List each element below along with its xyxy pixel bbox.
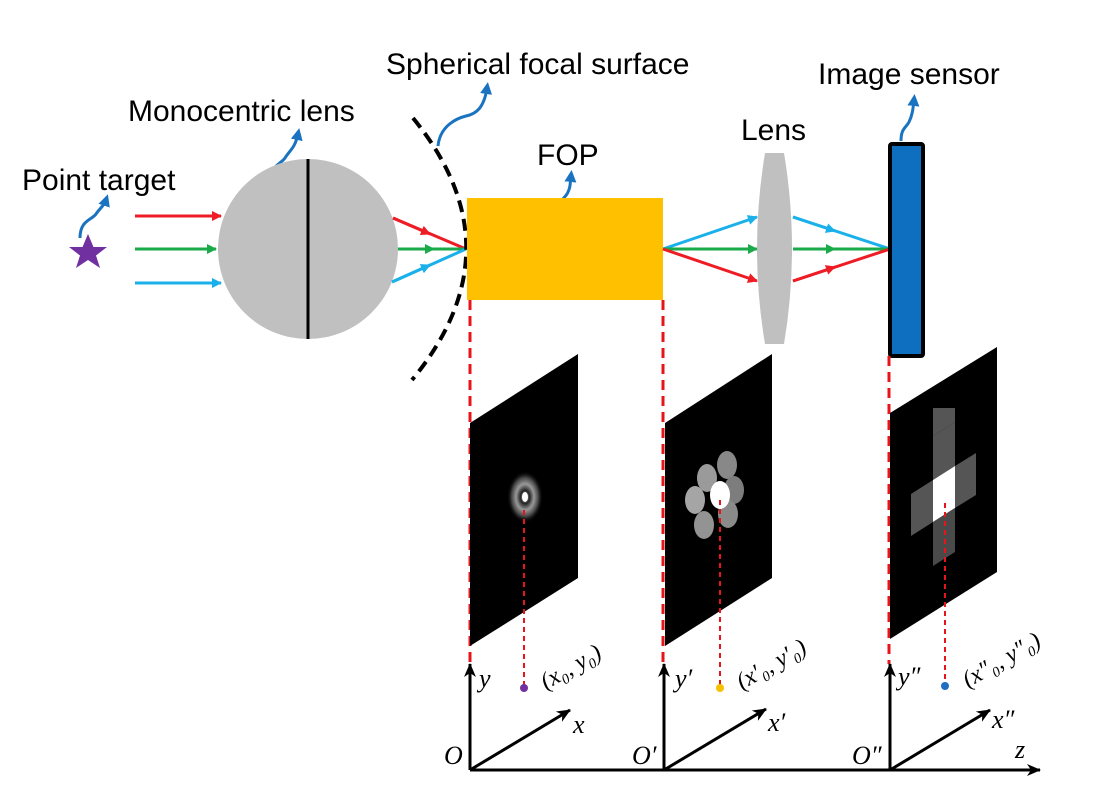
x-axis [469,708,571,772]
plane-2 [665,354,772,692]
origin-label: O [444,741,463,770]
pixel [933,508,955,566]
relay-lens [757,153,792,344]
pixel-bright [933,466,955,522]
x-axis-label: x″ [991,705,1016,734]
point-coordinate-label: (x″₀, y″₀) [958,628,1045,694]
pixel [955,453,976,508]
y-axis-label: y″ [895,662,922,691]
label-lens: Lens [741,114,806,147]
label-monocentric-lens: Monocentric lens [128,95,355,128]
ray-blue-arrow [391,263,431,284]
point-coordinate-label: (x′₀, y′₀) [732,634,811,695]
x-axis-label: x [572,710,585,739]
pointer-icon [436,82,493,147]
pointer-icon [899,94,920,142]
fiber-cluster [685,451,744,539]
z-axis-label: z [1014,735,1025,764]
y-axis-label: y′ [672,664,693,693]
ray-red [662,247,758,283]
label-point-target: Point target [22,164,176,197]
plane-1 [470,354,578,692]
pixel [933,408,955,436]
ray-blue [662,215,758,251]
fop-block [467,198,663,300]
origin-label: O′ [632,741,657,770]
x-prime-axis [663,707,767,772]
label-image-sensor: Image sensor [818,58,1000,91]
pixel [911,480,933,536]
image-sensor [888,142,925,358]
label-spherical-focal-surface: Spherical focal surface [386,48,690,81]
pixel [933,422,955,480]
point-marker [520,684,528,692]
point-marker [716,684,724,692]
ray-blue-arrow [792,215,836,233]
plane-3 [890,347,997,690]
airy-core [522,492,528,502]
x-axis-label: x′ [767,708,786,737]
spherical-focal-surface [410,116,469,382]
point-coordinate-label: (x₀, y₀) [536,640,606,696]
ray-red-arrow [392,216,431,236]
fiber-cell [717,451,737,479]
star-icon [69,234,107,268]
fiber-cell [697,464,717,492]
fiber-cell [685,486,705,514]
y-axis-label: y [476,664,491,693]
pointer-icon [78,194,110,239]
x-double-prime-axis [889,708,991,772]
fiber-center [710,481,730,509]
origin-label: O″ [852,741,883,770]
fiber-cell [694,511,714,539]
point-marker [941,682,949,690]
ray-red-arrow [792,265,836,283]
coordinate-axes [464,663,1041,776]
label-fop: FOP [537,139,599,172]
